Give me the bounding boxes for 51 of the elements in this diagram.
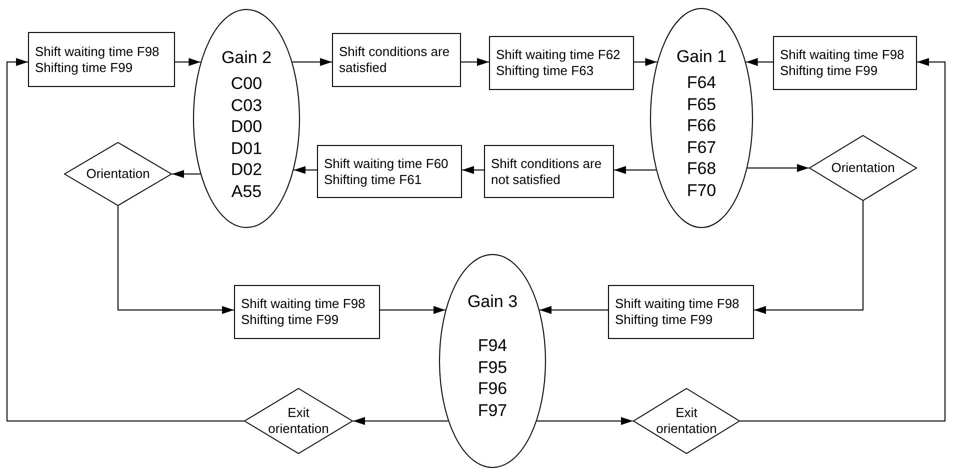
gain-ellipse	[650, 8, 753, 228]
process-box	[489, 36, 634, 90]
connector-arrow	[462, 166, 484, 174]
decision-label: Orientation	[86, 166, 150, 182]
connector-arrow	[539, 306, 608, 314]
process-label: Shift waiting time F60 Shifting time F61	[324, 156, 450, 188]
connector-arrow	[352, 417, 449, 425]
process-box	[317, 145, 462, 198]
connector-arrow	[293, 166, 318, 174]
process-box	[608, 285, 754, 339]
process-box	[773, 36, 917, 90]
decision-diamond	[633, 388, 740, 454]
parameter-list: F64 F65 F66 F67 F68 F70	[684, 72, 720, 202]
decision-label: Exit orientation	[655, 405, 718, 437]
connector-arrow	[6, 58, 244, 422]
connector-arrow	[740, 58, 946, 422]
process-label: Shift waiting time F98 Shifting time F99	[780, 47, 906, 79]
decision-label: Exit orientation	[267, 405, 330, 437]
decision-diamond	[64, 142, 172, 206]
decision-label: Orientation	[831, 160, 895, 176]
connector-arrow	[754, 200, 864, 314]
gain-title: Gain 3	[467, 291, 518, 313]
connector-arrow	[460, 58, 490, 66]
connector-arrow	[614, 166, 657, 174]
process-box	[28, 32, 175, 87]
connector-arrow	[745, 58, 774, 66]
gain-ellipse	[193, 9, 300, 228]
connector-arrow	[746, 164, 810, 172]
connector-arrow	[172, 170, 201, 178]
gain-title: Gain 2	[221, 47, 272, 69]
process-label: Shift waiting time F98 Shifting time F99	[615, 296, 740, 328]
connector-arrow	[118, 206, 234, 314]
parameter-list: C00 C03 D00 D01 D02 A55	[228, 73, 264, 203]
process-box	[484, 145, 614, 198]
gain-ellipse	[439, 254, 546, 468]
process-label: Shift waiting time F62 Shifting time F63	[496, 47, 622, 79]
process-label: Shift conditions are not satisfied	[491, 156, 603, 188]
process-label: Shift waiting time F98 Shifting time F99	[35, 44, 160, 76]
connector-arrow	[174, 58, 202, 66]
process-box	[332, 33, 461, 87]
connector-arrow	[634, 58, 658, 66]
connector-arrow	[536, 417, 634, 425]
parameter-list: F94 F95 F96 F97	[474, 335, 510, 422]
process-label: Shift waiting time F98 Shifting time F99	[241, 296, 366, 328]
process-box	[234, 285, 380, 339]
decision-diamond	[809, 135, 917, 201]
gain-title: Gain 1	[676, 46, 727, 68]
process-label: Shift conditions are satisfied	[339, 44, 451, 76]
connector-arrow	[380, 306, 446, 314]
connector-arrow	[292, 58, 332, 66]
decision-diamond	[244, 388, 353, 454]
